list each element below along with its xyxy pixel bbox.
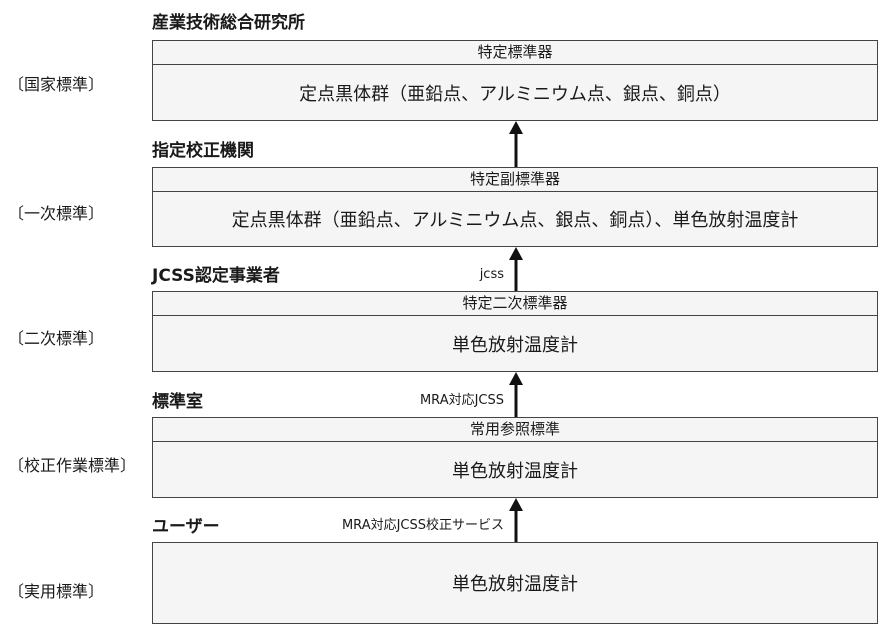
level-practical-standard: 〔実用標準〕	[8, 582, 105, 601]
org-aist: 産業技術総合研究所	[152, 13, 305, 33]
arrow-up-icon	[509, 498, 523, 542]
arrow-label-mra-jcss-service: MRA対応JCSS校正サービス	[341, 518, 504, 533]
arrow-up-icon	[509, 121, 523, 167]
org-jcss-accredited: JCSS認定事業者	[152, 266, 280, 286]
level-primary-standard: 〔一次標準〕	[8, 204, 105, 223]
arrow-up-icon	[509, 372, 523, 417]
box-working-standard: 常用参照標準 単色放射温度計	[152, 417, 878, 498]
box-header-national-standard: 特定標準器	[153, 41, 877, 65]
box-body-practical-standard: 単色放射温度計	[452, 574, 578, 595]
box-header-secondary-standard: 特定二次標準器	[153, 292, 877, 316]
level-secondary-standard: 〔二次標準〕	[8, 329, 105, 348]
level-working-standard: 〔校正作業標準〕	[8, 456, 137, 475]
arrow-up-icon	[509, 247, 523, 291]
box-body-national-standard: 定点黒体群（亜鉛点、アルミニウム点、銀点、銅点）	[299, 83, 731, 105]
org-designated-calibration-body: 指定校正機関	[152, 141, 254, 161]
level-national-standard: 〔国家標準〕	[8, 75, 105, 94]
box-header-working-standard: 常用参照標準	[153, 418, 877, 442]
box-practical-standard: 単色放射温度計	[152, 542, 878, 624]
box-national-standard: 特定標準器 定点黒体群（亜鉛点、アルミニウム点、銀点、銅点）	[152, 40, 878, 121]
box-header-primary-standard: 特定副標準器	[153, 168, 877, 192]
arrow-label-mra-jcss: MRA対応JCSS	[419, 393, 504, 408]
box-body-secondary-standard: 単色放射温度計	[452, 334, 578, 356]
org-user: ユーザー	[152, 517, 220, 537]
arrow-label-jcss: jcss	[479, 267, 504, 282]
org-standards-room: 標準室	[152, 392, 203, 412]
box-primary-standard: 特定副標準器 定点黒体群（亜鉛点、アルミニウム点、銀点、銅点）、単色放射温度計	[152, 167, 878, 247]
box-body-working-standard: 単色放射温度計	[452, 460, 578, 482]
box-secondary-standard: 特定二次標準器 単色放射温度計	[152, 291, 878, 372]
box-body-primary-standard: 定点黒体群（亜鉛点、アルミニウム点、銀点、銅点）、単色放射温度計	[231, 210, 799, 231]
